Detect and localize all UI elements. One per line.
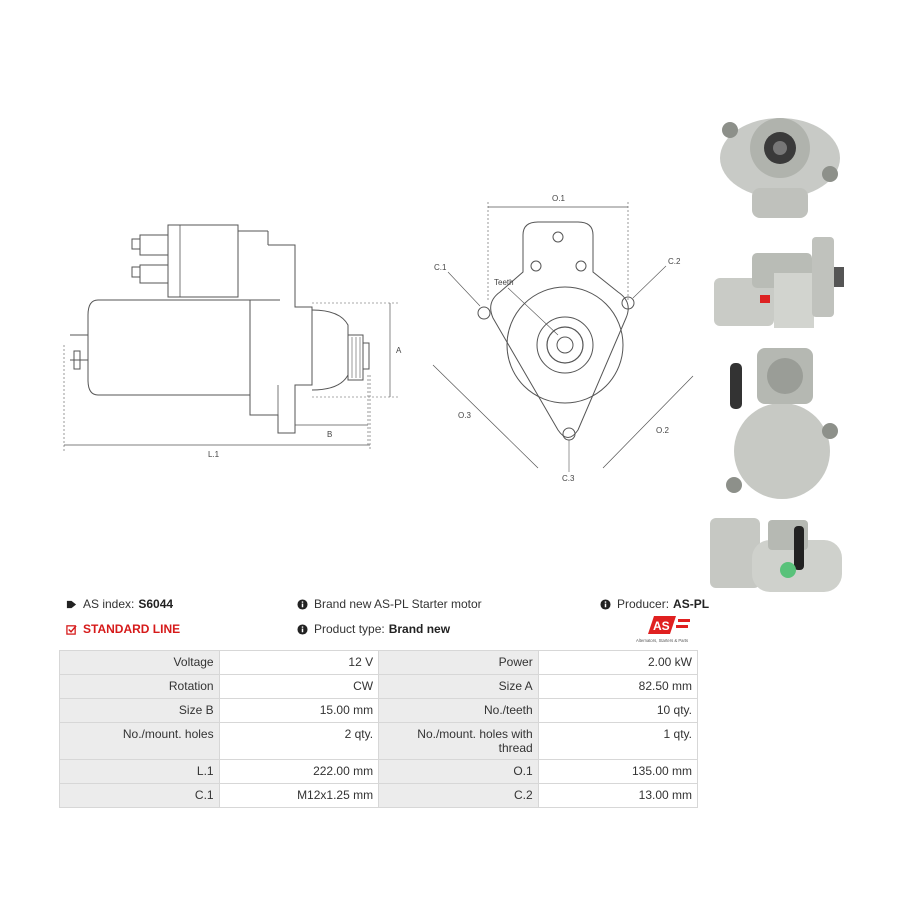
front-view-drawing: O.1 C.1 C.2 C.3 Teeth O.3 O.2 — [432, 194, 694, 483]
spec-value: 13.00 mm — [537, 783, 699, 808]
spec-key: Rotation — [59, 674, 220, 699]
dim-label-a: A — [396, 346, 402, 355]
spec-value: 2 qty. — [218, 722, 380, 760]
as-pl-logo: AS Alternators, Starters & Parts — [636, 614, 702, 644]
label-o1: O.1 — [552, 194, 565, 203]
logo-text: AS — [653, 619, 670, 633]
checkbox-icon — [66, 624, 77, 635]
spec-key: O.1 — [378, 759, 539, 784]
product-type-value: Brand new — [388, 622, 451, 636]
description-row: Brand new AS-PL Starter motor — [297, 597, 482, 611]
label-c1: C.1 — [434, 263, 447, 272]
spec-value: 12 V — [218, 650, 380, 675]
label-c2: C.2 — [668, 257, 681, 266]
producer-label: Producer: — [617, 597, 670, 611]
spec-key: Size A — [378, 674, 539, 699]
product-type-label: Product type: — [314, 622, 385, 636]
spec-key: Power — [378, 650, 539, 675]
product-photo-angled — [708, 510, 848, 600]
logo-mark: AS Alternators, Starters & Parts — [636, 616, 690, 643]
info-icon — [297, 598, 308, 610]
standard-line-row: STANDARD LINE — [66, 622, 180, 636]
spec-value: 2.00 kW — [537, 650, 699, 675]
label-teeth: Teeth — [494, 278, 514, 287]
spec-value: 82.50 mm — [537, 674, 699, 699]
spec-key: C.1 — [59, 783, 220, 808]
table-row: Size B 15.00 mm No./teeth 10 qty. — [59, 698, 699, 723]
as-index-value: S6044 — [138, 597, 174, 611]
product-type-row: Product type: Brand new — [297, 622, 450, 636]
table-row: C.1 M12x1.25 mm C.2 13.00 mm — [59, 783, 699, 808]
standard-line-label: STANDARD LINE — [83, 622, 181, 636]
specs-table-body: Voltage 12 V Power 2.00 kW Rotation CW S… — [59, 650, 699, 808]
spec-key: C.2 — [378, 783, 539, 808]
product-photo-side — [712, 233, 847, 338]
label-o2: O.2 — [656, 426, 669, 435]
spec-key: No./mount. holes with thread — [378, 722, 539, 760]
info-icon — [297, 623, 308, 635]
producer-value: AS-PL — [673, 597, 710, 611]
spec-value: 10 qty. — [537, 698, 699, 723]
product-photo-front — [712, 96, 847, 226]
table-row: Rotation CW Size A 82.50 mm — [59, 674, 699, 699]
description-text: Brand new AS-PL Starter motor — [314, 597, 482, 611]
spec-key: No./mount. holes — [59, 722, 220, 760]
specs-table: Voltage 12 V Power 2.00 kW Rotation CW S… — [59, 650, 699, 808]
spec-value: 222.00 mm — [218, 759, 380, 784]
logo-tagline: Alternators, Starters & Parts — [636, 638, 688, 643]
tag-icon — [66, 600, 77, 608]
spec-value: 15.00 mm — [218, 698, 380, 723]
product-photo-rear — [712, 343, 847, 503]
producer-row: Producer: AS-PL — [600, 597, 709, 611]
spec-key: L.1 — [59, 759, 220, 784]
side-view-drawing: A B L.1 — [63, 224, 402, 459]
as-index-label: AS index: — [83, 597, 135, 611]
table-row: L.1 222.00 mm O.1 135.00 mm — [59, 759, 699, 784]
spec-value: CW — [218, 674, 380, 699]
table-row: Voltage 12 V Power 2.00 kW — [59, 650, 699, 675]
dim-label-l1: L.1 — [208, 450, 220, 459]
spec-key: Size B — [59, 698, 220, 723]
dim-label-b: B — [327, 430, 332, 439]
spec-value: 135.00 mm — [537, 759, 699, 784]
spec-value: M12x1.25 mm — [218, 783, 380, 808]
label-o3: O.3 — [458, 411, 471, 420]
table-row: No./mount. holes 2 qty. No./mount. holes… — [59, 722, 699, 760]
label-c3: C.3 — [562, 474, 575, 483]
spec-key: No./teeth — [378, 698, 539, 723]
as-index-row: AS index: S6044 — [66, 597, 173, 611]
spec-value: 1 qty. — [537, 722, 699, 760]
spec-key: Voltage — [59, 650, 220, 675]
info-icon — [600, 598, 611, 610]
